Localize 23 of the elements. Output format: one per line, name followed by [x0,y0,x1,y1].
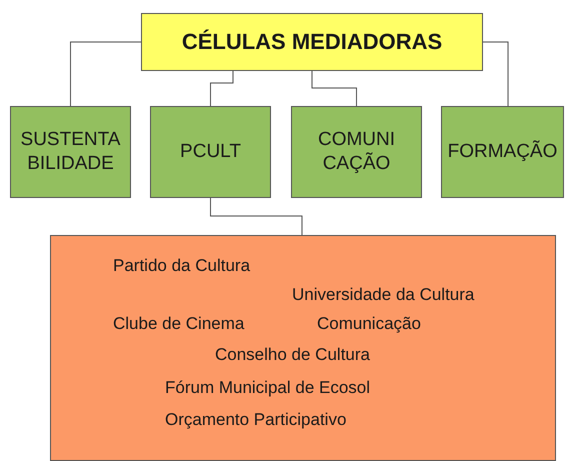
box-label: SUSTENTA BILIDADE [20,128,122,176]
category-box [10,106,131,198]
list-item: Conselho de Cultura [215,344,370,366]
box-label: COMUNI CAÇÃO [316,128,396,176]
title-box [141,13,483,71]
connector-line [210,70,234,106]
list-item: Comunicação [317,313,421,335]
list-item: Universidade da Cultura [292,284,474,306]
category-box [291,106,422,198]
connector-line [210,198,302,236]
list-item: Partido da Cultura [113,255,250,277]
box-label: CÉLULAS MEDIADORAS [182,28,442,56]
content-panel [50,235,556,461]
connector-line [482,42,509,106]
connector-line [312,70,357,106]
list-item: Fórum Municipal de Ecosol [165,377,370,399]
category-box [150,106,271,198]
list-item: Clube de Cinema [113,313,244,335]
box-label: PCULT [180,140,241,164]
box-label: FORMAÇÃO [448,140,558,164]
list-item: Orçamento Participativo [165,409,346,431]
category-box [441,106,564,198]
connector-line [70,42,142,106]
